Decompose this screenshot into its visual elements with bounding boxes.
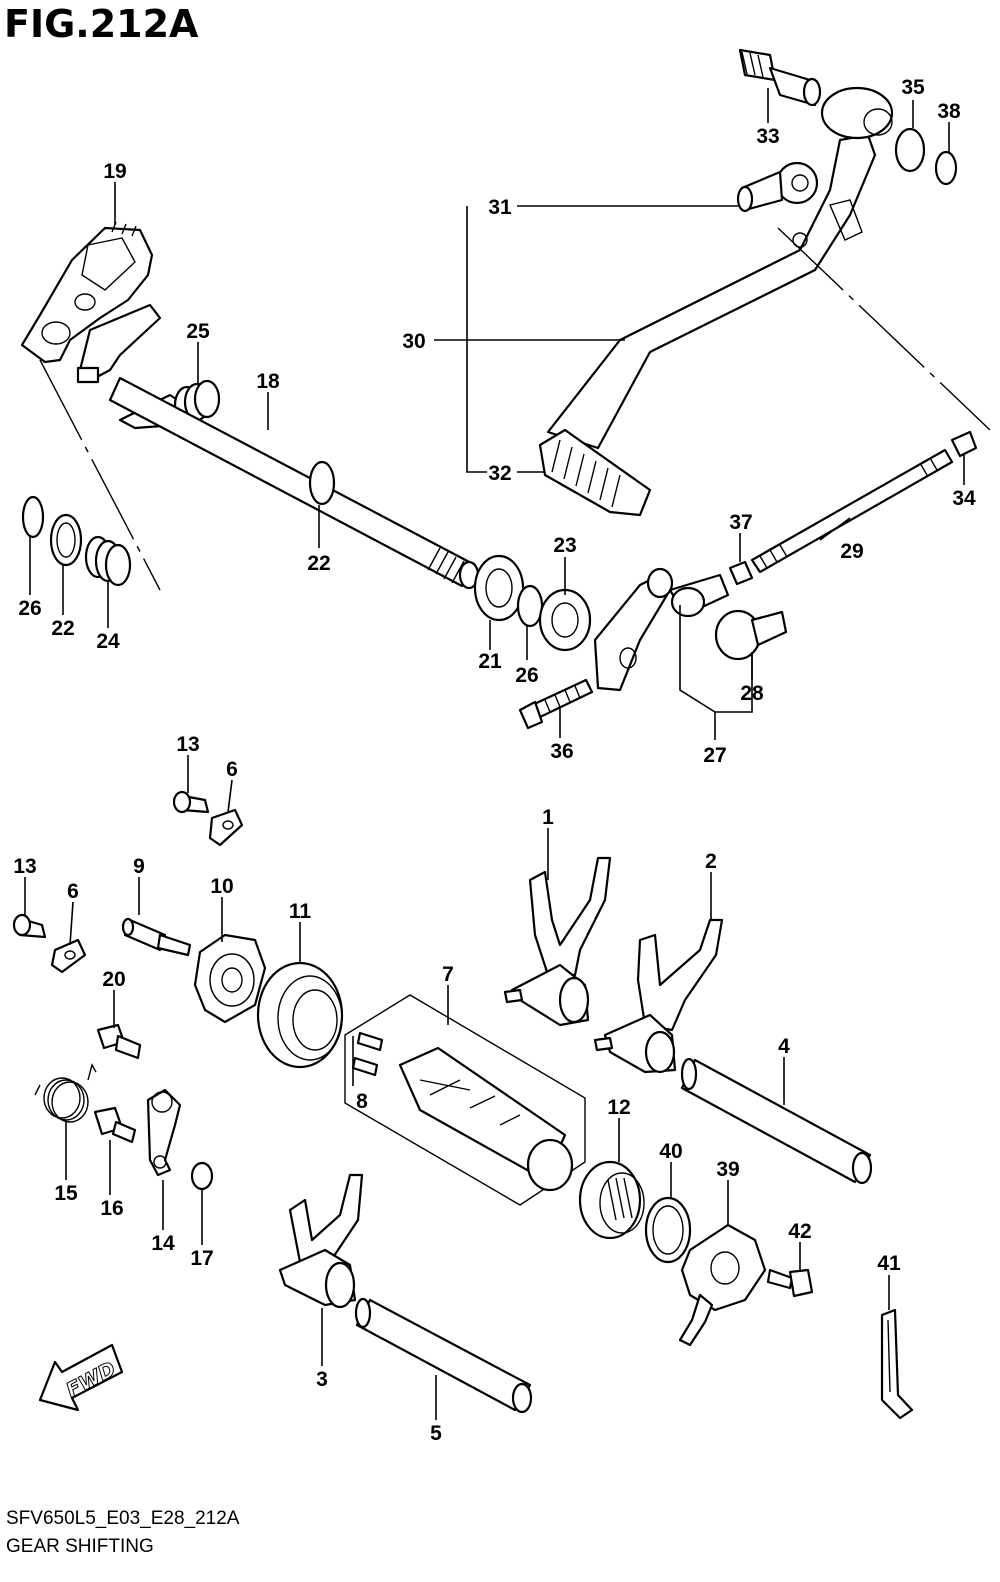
callout-2: 2: [705, 850, 717, 873]
callout-16: 16: [100, 1197, 123, 1220]
callout-37: 37: [729, 511, 752, 534]
callout-12: 12: [607, 1096, 630, 1119]
part-15-spring: [34, 1063, 97, 1123]
part-drawings: FWD: [12, 48, 991, 1420]
part-20-bolt: [96, 1023, 142, 1060]
callout-14: 14: [151, 1232, 175, 1255]
callout-22-shaft: 22: [307, 552, 330, 575]
part-32-footrest-rubber: [538, 428, 652, 517]
parts-21-26-23-shaft-seals: [473, 554, 592, 652]
callout-26-left: 26: [18, 597, 41, 620]
callout-41: 41: [877, 1252, 901, 1275]
part-11-bearing: [256, 961, 344, 1069]
part-22-washer-on-shaft: [308, 460, 336, 506]
callout-3: 3: [316, 1368, 328, 1391]
callout-29: 29: [840, 540, 863, 563]
part-12-needle-bearing: [578, 1160, 645, 1240]
callout-7: 7: [442, 963, 454, 986]
callout-30: 30: [402, 330, 425, 353]
callout-42: 42: [788, 1220, 811, 1243]
callout-8: 8: [356, 1090, 368, 1113]
fwd-direction-arrow: FWD: [38, 1343, 124, 1412]
callout-18: 18: [256, 370, 280, 393]
callout-10: 10: [210, 875, 233, 898]
callout-13-lower: 13: [13, 855, 36, 878]
callout-31: 31: [488, 196, 512, 219]
figure-title: FIG.212A: [4, 2, 199, 46]
part-5-fork-shaft: [354, 1297, 533, 1414]
callout-11: 11: [289, 900, 312, 923]
callout-35: 35: [901, 76, 925, 99]
callout-15: 15: [54, 1182, 78, 1205]
alignment-line-left: [39, 359, 161, 591]
callout-39: 39: [716, 1158, 739, 1181]
part-38-clip: [934, 150, 958, 186]
callout-34: 34: [952, 487, 976, 510]
callout-28: 28: [740, 682, 764, 705]
callout-22-left: 22: [51, 617, 74, 640]
part-28-rod-end: [714, 609, 788, 661]
callout-40: 40: [659, 1140, 682, 1163]
part-39-gear-position-switch: [678, 1223, 767, 1347]
callout-labels: 1 2 3 4 5 6 6 7 8 9 10 11 12 13 13 14 15…: [13, 76, 976, 1445]
callout-19: 19: [103, 160, 126, 183]
part-3-shift-fork: [278, 1173, 364, 1309]
callout-6-upper: 6: [226, 758, 238, 781]
figure-code: SFV650L5_E03_E28_212A: [6, 1508, 240, 1529]
callout-33: 33: [756, 125, 779, 148]
callout-23: 23: [553, 534, 576, 557]
part-34-nut: [950, 430, 978, 458]
part-17-washer: [190, 1161, 214, 1191]
leader-lines: [24, 88, 965, 1420]
callout-38: 38: [937, 100, 961, 123]
callout-17: 17: [190, 1247, 213, 1270]
callout-5: 5: [430, 1422, 442, 1445]
callout-1: 1: [542, 806, 554, 829]
part-7-gearshift-cam: [344, 994, 586, 1206]
part-27-shift-link: [593, 567, 730, 692]
part-19-bracket: [20, 221, 154, 364]
part-37-nut: [728, 560, 754, 586]
callout-32: 32: [488, 462, 511, 485]
part-42-bolt: [766, 1268, 814, 1298]
part-9-pin: [121, 917, 192, 957]
part-1-shift-fork: [503, 856, 612, 1027]
alignment-line-right: [777, 227, 991, 431]
part-35-washer: [894, 127, 926, 173]
parts-26-22-24-left-set: [21, 495, 132, 587]
part-29-link-rod: [750, 448, 954, 574]
callout-9: 9: [133, 855, 145, 878]
part-30-gearshift-lever: [546, 86, 894, 450]
callout-13-upper: 13: [176, 733, 199, 756]
part-2-shift-fork: [593, 918, 724, 1074]
part-8-pins: [351, 1031, 384, 1077]
part-16-bolt: [93, 1106, 137, 1144]
parts-13-6-lower: [12, 913, 87, 974]
part-4-fork-shaft: [680, 1057, 873, 1185]
callout-27: 27: [703, 744, 726, 767]
parts-13-6-upper: [172, 790, 244, 847]
callout-21: 21: [478, 650, 502, 673]
callout-36: 36: [550, 740, 573, 763]
callout-20: 20: [102, 968, 125, 991]
callout-24: 24: [96, 630, 120, 653]
part-33-pivot-bolt: [738, 48, 822, 107]
part-41-clamp: [880, 1308, 914, 1420]
callout-4: 4: [778, 1035, 790, 1058]
callout-25: 25: [186, 320, 210, 343]
part-10-cam-plate: [193, 933, 267, 1024]
part-36-bolt: [518, 678, 594, 730]
figure-name: GEAR SHIFTING: [6, 1536, 154, 1557]
callout-26-right: 26: [515, 664, 538, 687]
part-18-shift-shaft: [108, 376, 480, 590]
callout-6-lower: 6: [67, 880, 79, 903]
part-40-o-ring: [644, 1196, 692, 1264]
part-14-stopper-lever: [146, 1088, 182, 1177]
part-31-joint: [736, 161, 819, 213]
